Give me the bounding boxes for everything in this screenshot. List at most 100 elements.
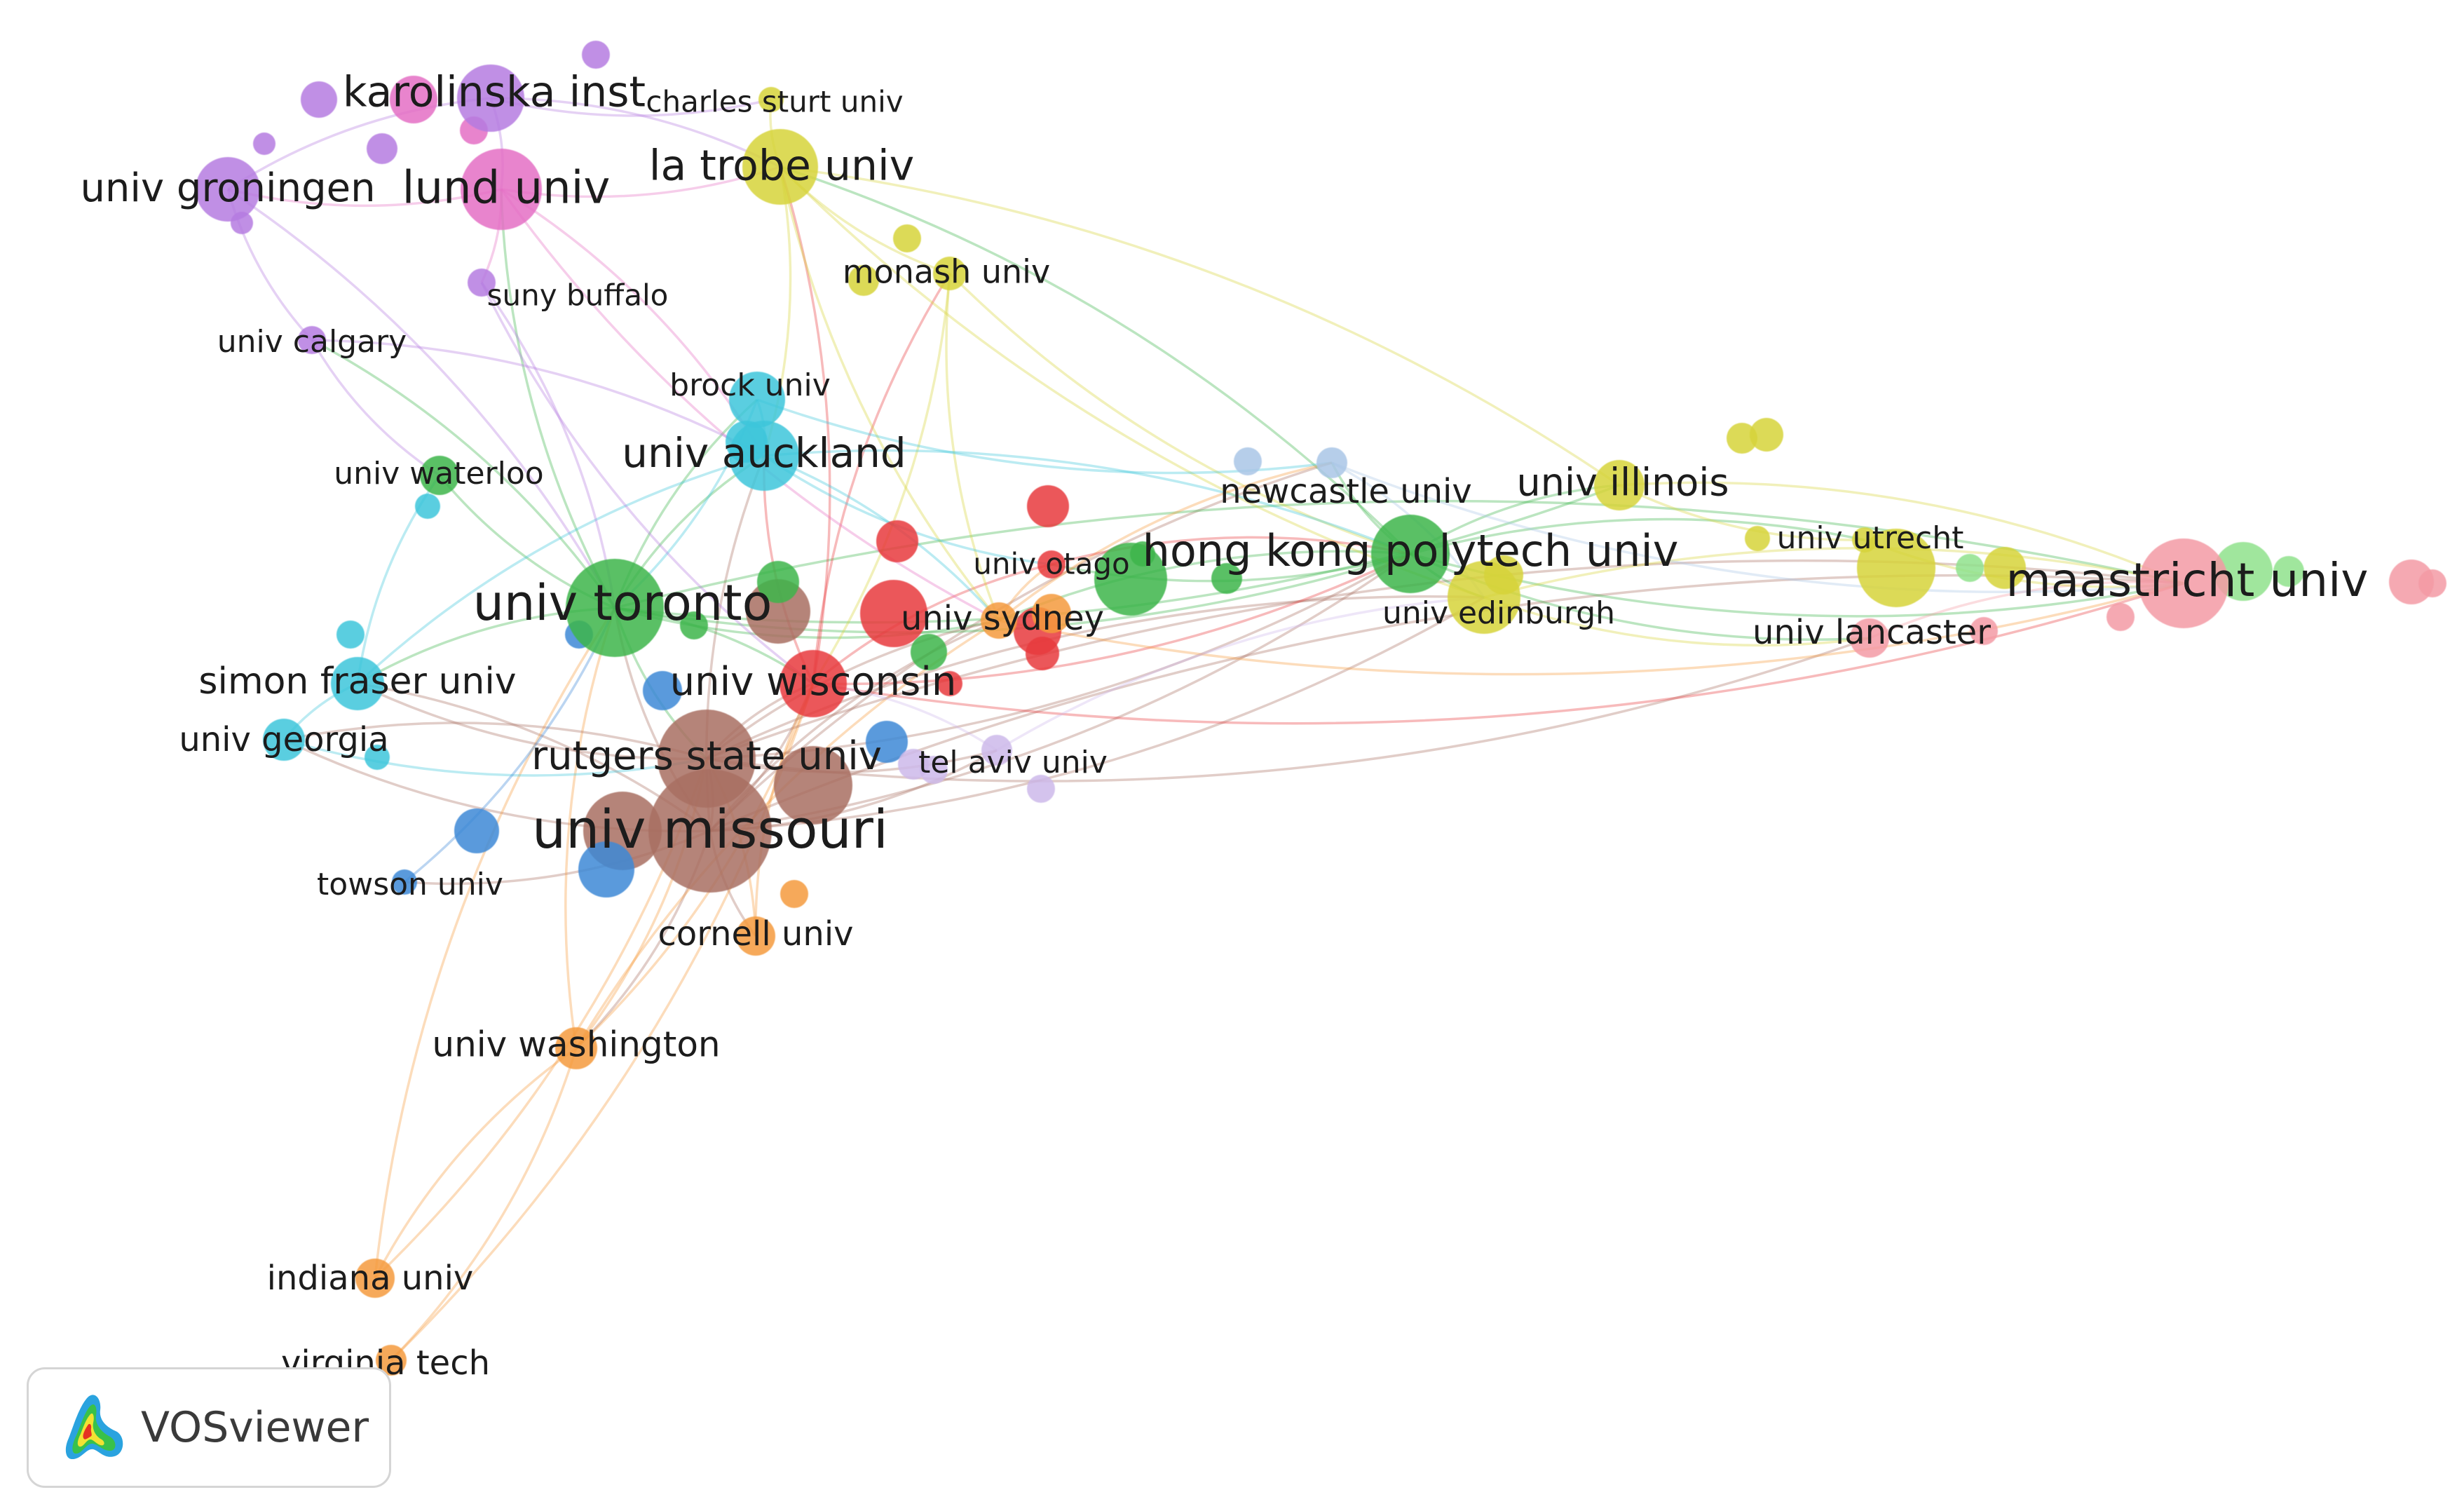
node-label-cornell: cornell univ <box>658 914 853 954</box>
network-link <box>227 188 616 609</box>
network-node[interactable] <box>1857 529 1935 607</box>
network-node[interactable] <box>911 634 947 670</box>
network-node[interactable] <box>937 671 962 696</box>
network-node[interactable] <box>774 746 852 825</box>
network-link <box>779 166 1000 622</box>
network-node[interactable] <box>365 745 390 770</box>
node-univ-georgia[interactable] <box>263 719 305 761</box>
network-node[interactable] <box>893 224 921 252</box>
node-brock[interactable] <box>729 372 785 428</box>
node-univ-wisconsin[interactable] <box>780 650 847 717</box>
node-label-univ-auckland: univ auckland <box>622 429 906 477</box>
node-charles-sturt[interactable] <box>758 87 784 112</box>
node-univ-lancaster[interactable] <box>1850 618 1889 658</box>
network-node[interactable] <box>920 756 948 784</box>
network-link <box>1410 553 2184 618</box>
node-label-charles-sturt: charles sturt univ <box>646 85 903 119</box>
network-link <box>490 97 772 117</box>
node-tel-aviv[interactable] <box>981 735 1012 766</box>
vosviewer-badge: VOSviewer <box>27 1367 391 1488</box>
node-label-towson: towson univ <box>317 867 503 902</box>
network-node[interactable] <box>876 520 918 562</box>
network-node[interactable] <box>866 721 908 763</box>
network-node[interactable] <box>390 76 437 123</box>
node-cornell[interactable] <box>736 916 775 956</box>
network-link <box>780 165 1412 555</box>
node-simon-fraser[interactable] <box>331 657 384 710</box>
network-link <box>614 607 1000 639</box>
node-univ-edinburgh[interactable] <box>1448 561 1520 634</box>
node-la-trobe[interactable] <box>742 129 818 205</box>
node-univ-toronto[interactable] <box>566 559 664 657</box>
node-univ-sydney[interactable] <box>981 602 1017 639</box>
network-link <box>390 1048 578 1362</box>
network-node[interactable] <box>1130 541 1155 567</box>
network-node[interactable] <box>1750 418 1783 452</box>
network-node[interactable] <box>1026 637 1059 670</box>
node-univ-waterloo[interactable] <box>420 456 459 495</box>
network-link <box>374 607 616 1279</box>
network-node[interactable] <box>1970 617 1998 645</box>
network-node[interactable] <box>2418 569 2446 597</box>
network-link <box>1410 517 1865 555</box>
network-node[interactable] <box>643 671 682 710</box>
network-node[interactable] <box>680 611 708 639</box>
network-node[interactable] <box>415 494 440 519</box>
node-suny-buffalo[interactable] <box>468 269 496 297</box>
network-node[interactable] <box>1956 554 1984 582</box>
node-label-suny-buffalo: suny buffalo <box>487 278 669 313</box>
network-node[interactable] <box>1984 547 2026 589</box>
network-node[interactable] <box>848 265 879 296</box>
network-node[interactable] <box>367 133 397 164</box>
network-node[interactable] <box>860 580 927 647</box>
network-node[interactable] <box>578 841 634 897</box>
node-label-hk-polytech: hong kong polytech univ <box>1143 525 1679 576</box>
network-node[interactable] <box>1032 594 1071 633</box>
network-node[interactable] <box>2106 603 2135 631</box>
node-univ-illinois[interactable] <box>1594 460 1645 510</box>
node-newcastle[interactable] <box>1316 447 1347 478</box>
network-node[interactable] <box>1027 775 1055 803</box>
node-label-univ-washington: univ washington <box>432 1024 720 1065</box>
node-label-univ-calgary: univ calgary <box>217 324 407 360</box>
network-node[interactable] <box>454 808 499 853</box>
network-node[interactable] <box>780 880 808 908</box>
node-label-tel-aviv: tel aviv univ <box>918 745 1108 780</box>
network-node[interactable] <box>1234 447 1262 475</box>
node-univ-auckland[interactable] <box>729 421 799 491</box>
network-node[interactable] <box>2214 542 2273 601</box>
network-node[interactable] <box>757 561 799 603</box>
node-monash[interactable] <box>933 257 967 290</box>
node-univ-groningen[interactable] <box>196 157 260 222</box>
node-indiana[interactable] <box>355 1259 395 1298</box>
node-label-lund-univ: lund univ <box>402 163 611 215</box>
node-hk-polytech[interactable] <box>1371 515 1450 593</box>
node-univ-washington[interactable] <box>555 1027 597 1069</box>
network-node[interactable] <box>1211 563 1242 594</box>
node-univ-otago[interactable] <box>1037 550 1066 578</box>
node-karolinska[interactable] <box>457 65 524 132</box>
network-node[interactable] <box>2273 556 2304 587</box>
node-label-indiana: indiana univ <box>267 1259 474 1298</box>
network-link <box>1619 484 1865 541</box>
network-node[interactable] <box>1727 423 1757 454</box>
node-label-univ-georgia: univ georgia <box>179 720 388 759</box>
network-node[interactable] <box>582 41 610 69</box>
vosviewer-logo-icon <box>65 1395 123 1459</box>
node-lund-univ[interactable] <box>461 149 542 230</box>
network-link <box>780 165 1620 487</box>
node-univ-calgary[interactable] <box>298 326 326 354</box>
node-maastricht[interactable] <box>2139 538 2228 628</box>
node-towson[interactable] <box>392 869 417 895</box>
node-label-univ-otago: univ otago <box>973 547 1129 581</box>
network-link <box>706 637 1870 782</box>
node-label-monash: monash univ <box>843 253 1050 291</box>
network-node[interactable] <box>253 133 275 155</box>
node-univ-utrecht[interactable] <box>1852 527 1877 553</box>
network-node[interactable] <box>336 621 365 649</box>
network-node[interactable] <box>1745 526 1770 551</box>
network-node[interactable] <box>1027 485 1069 527</box>
network-node[interactable] <box>301 81 337 118</box>
node-virginia-tech[interactable] <box>376 1345 407 1376</box>
node-univ-missouri[interactable] <box>648 769 772 893</box>
